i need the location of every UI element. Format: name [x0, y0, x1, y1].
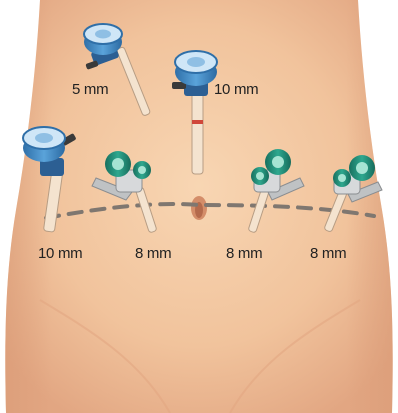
port-label-8mm-right: 8 mm [310, 245, 346, 262]
port-label-8mm-left: 8 mm [135, 245, 171, 262]
umbilicus [191, 196, 207, 220]
port-label-8mm-middle: 8 mm [226, 245, 262, 262]
port-label-10mm-center: 10 mm [214, 81, 258, 98]
port-label-10mm-left: 10 mm [38, 245, 82, 262]
port-label-5mm: 5 mm [72, 81, 108, 98]
